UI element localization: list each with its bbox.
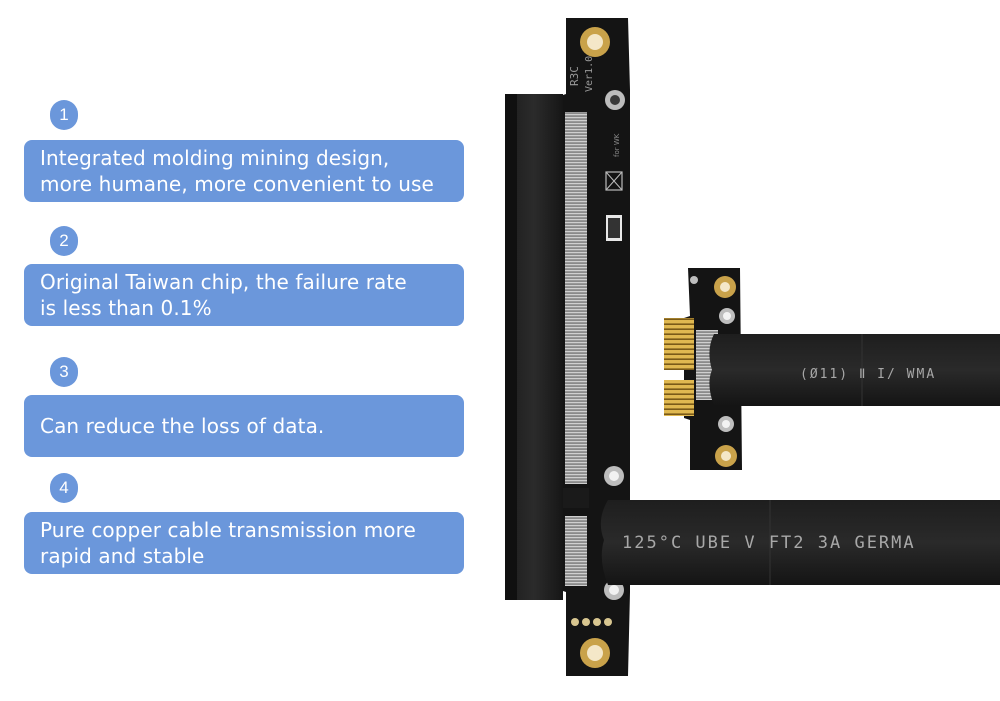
pcie-x16-slot — [505, 94, 589, 600]
feature-box-2: Original Taiwan chip, the failure rate i… — [24, 264, 464, 326]
feature-text-3: Can reduce the loss of data. — [40, 414, 325, 438]
feature-box-4: Pure copper cable transmission more rapi… — [24, 512, 464, 574]
feature-number-badge-1: 1 — [50, 100, 78, 130]
feature-text-2: Original Taiwan chip, the failure rate i… — [40, 270, 407, 320]
feature-number-badge-4: 4 — [50, 473, 78, 503]
feature-number-badge-3: 3 — [50, 357, 78, 387]
board-label-version: Ver1.0 — [584, 56, 595, 92]
feature-text-1: Integrated molding mining design, more h… — [40, 146, 434, 196]
upper-cable-print: (Ø11) Ⅱ I/ WMA — [800, 367, 936, 382]
board-small-label: for WK — [613, 133, 621, 157]
lower-cable-print: 125°C UBE V FT2 3A GERMA — [622, 533, 916, 553]
board-label-model: R3C — [568, 66, 581, 86]
feature-box-3: Can reduce the loss of data. — [24, 395, 464, 457]
lower-ribbon-cable: 125°C UBE V FT2 3A GERMA — [600, 500, 1000, 585]
feature-text-4: Pure copper cable transmission more rapi… — [40, 518, 416, 568]
feature-box-1: Integrated molding mining design, more h… — [24, 140, 464, 202]
upper-ribbon-cable: (Ø11) Ⅱ I/ WMA — [709, 334, 1000, 406]
feature-number-badge-2: 2 — [50, 226, 78, 256]
